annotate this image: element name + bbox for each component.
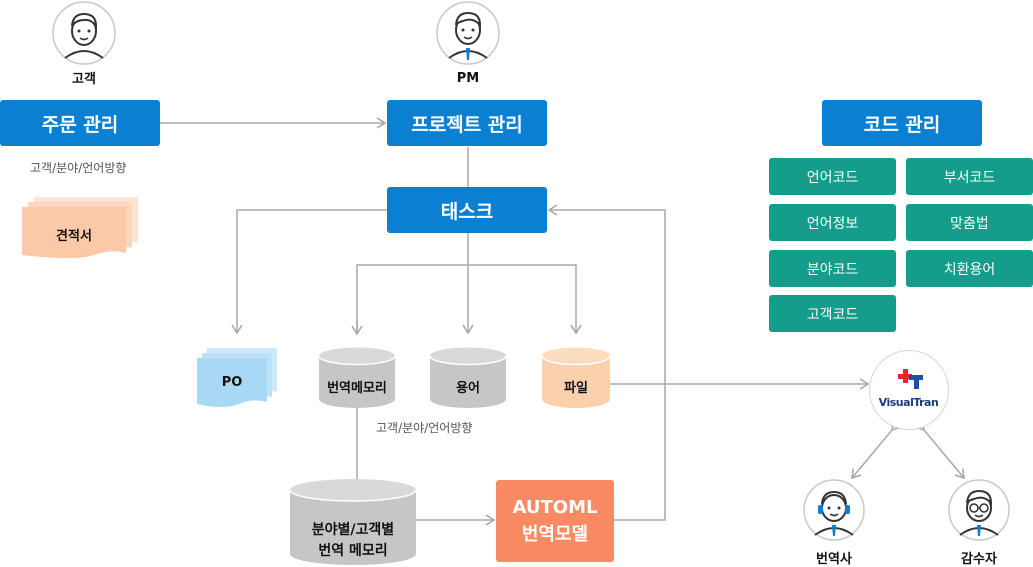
terminology-label: 용어 bbox=[456, 381, 480, 396]
automl-label: AUTOML bbox=[512, 497, 598, 518]
customer-avatar bbox=[51, 0, 117, 66]
code-item-department-code[interactable]: 부서코드 bbox=[906, 158, 1033, 195]
segmented-tm-label-2: 번역 메모리 bbox=[318, 543, 388, 559]
arrow-visualtran-translator bbox=[851, 420, 902, 480]
task-box[interactable]: 태스크 bbox=[387, 187, 547, 233]
quote-document-stack bbox=[22, 197, 142, 261]
file-db-icon bbox=[541, 347, 611, 408]
po-document-icon bbox=[197, 348, 277, 407]
translator-label: 번역사 bbox=[816, 552, 852, 567]
reviewer-label: 감수자 bbox=[961, 552, 997, 567]
visualtran-logo: VisualTran bbox=[869, 350, 949, 430]
translator-person-icon bbox=[803, 479, 865, 541]
code-management-box[interactable]: 코드 관리 bbox=[822, 100, 982, 146]
arrow-automl-to-task bbox=[547, 204, 666, 521]
terminology-db-icon bbox=[429, 347, 507, 408]
reviewer-person-icon bbox=[948, 479, 1010, 541]
segmented-tm-label-1: 분야별/고객별 bbox=[311, 522, 395, 538]
tm-direction-caption: 고객/분야/언어방향 bbox=[376, 421, 473, 435]
reviewer-avatar bbox=[947, 478, 1011, 542]
project-management-box[interactable]: 프로젝트 관리 bbox=[387, 100, 547, 146]
translation-memory-db-icon bbox=[318, 347, 396, 408]
arrow-task-to-tm bbox=[356, 264, 582, 335]
visualtran-mark-icon bbox=[898, 369, 923, 389]
code-item-field-code[interactable]: 분야코드 bbox=[769, 250, 896, 287]
translation-model-label: 번역모델 bbox=[521, 524, 589, 545]
translator-avatar bbox=[802, 478, 866, 542]
code-item-spelling[interactable]: 맞춤법 bbox=[906, 204, 1033, 241]
po-label: PO bbox=[221, 375, 243, 390]
pm-person-icon bbox=[436, 1, 500, 65]
customer-person-icon bbox=[52, 1, 116, 65]
visualtran-wordmark: VisualTran bbox=[878, 396, 939, 409]
order-direction-caption: 고객/분야/언어방향 bbox=[30, 161, 127, 175]
pm-label: PM bbox=[456, 71, 480, 86]
code-item-substitution-terms[interactable]: 치환용어 bbox=[906, 250, 1033, 287]
segmented-tm-db-icon bbox=[289, 479, 417, 565]
translation-memory-label: 번역메모리 bbox=[327, 381, 387, 396]
po-document-stack bbox=[197, 348, 279, 410]
quote-label: 견적서 bbox=[56, 229, 92, 244]
customer-label: 고객 bbox=[72, 72, 96, 87]
file-label: 파일 bbox=[564, 381, 588, 396]
quote-document-icon bbox=[22, 197, 138, 258]
automl-model-box[interactable]: AUTOML 번역모델 bbox=[496, 480, 614, 562]
code-item-customer-code[interactable]: 고객코드 bbox=[769, 295, 896, 332]
pm-avatar bbox=[435, 0, 501, 66]
code-item-language-info[interactable]: 언어정보 bbox=[769, 204, 896, 241]
arrow-visualtran-reviewer bbox=[914, 420, 965, 480]
code-item-language-code[interactable]: 언어코드 bbox=[769, 158, 896, 195]
arrow-task-to-po bbox=[231, 209, 387, 335]
order-management-box[interactable]: 주문 관리 bbox=[0, 100, 160, 146]
